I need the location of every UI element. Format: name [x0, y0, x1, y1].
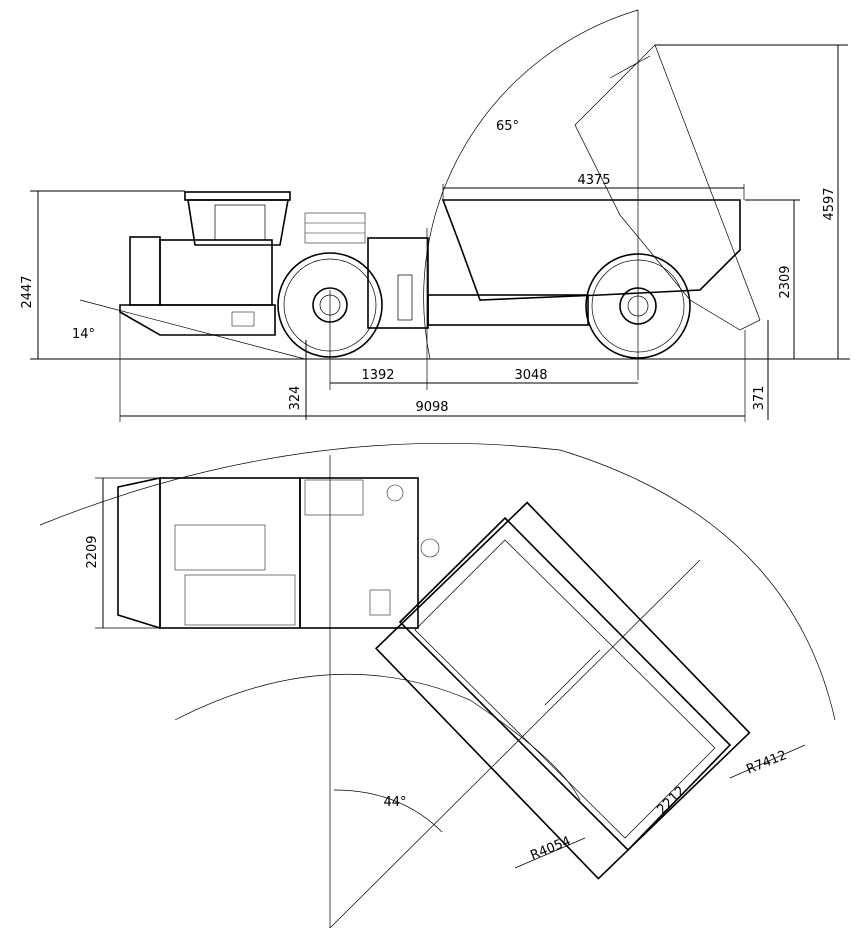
engine-top: [159, 477, 301, 629]
dump-box-lowered: [441, 199, 741, 301]
dim-approach-angle: 14°: [72, 327, 95, 342]
dim-box-length: 4375: [577, 173, 610, 188]
front-frame: [119, 191, 366, 336]
dump-box-top: [374, 501, 751, 880]
dim-box-width: 2212: [655, 784, 689, 818]
dim-ground-clearance: 324: [288, 386, 303, 411]
front-wheel: [277, 252, 383, 358]
rear-wheel: [585, 253, 691, 359]
front-bumper-top: [117, 477, 161, 630]
dim-overall-length: 9098: [415, 400, 448, 415]
outer-turn-arc: [39, 443, 836, 721]
dim-rear-clearance: 371: [752, 386, 767, 411]
tip-arc: [423, 9, 639, 360]
steer-angle-arc: [333, 789, 443, 833]
cab-roof: [184, 191, 291, 201]
cab-window: [214, 204, 266, 241]
radiator-grille: [304, 212, 366, 244]
dim-line-2212: [627, 744, 731, 851]
mid-frame-top: [299, 477, 419, 629]
dim-wheelbase: 3048: [514, 368, 547, 383]
dim-tip-angle: 65°: [496, 119, 519, 134]
dim-outer-radius: R7412: [744, 748, 789, 778]
fuel-tank-top: [184, 574, 296, 626]
inner-turn-arc: [174, 673, 581, 801]
top-view: 2209 44° R4054 R7412 2212: [39, 443, 836, 928]
side-view: 2447 14° 65° 4375 4597 2309 324 1392 304…: [20, 9, 850, 422]
dim-front-axle: 1392: [361, 368, 394, 383]
dim-width: 2209: [85, 535, 100, 568]
dim-height-raised: 4597: [822, 187, 837, 220]
angled-centerline: [329, 559, 701, 928]
rear-frame: [427, 294, 589, 326]
dim-steer-angle: 44°: [383, 795, 406, 810]
dim-inner-radius: R4054: [528, 834, 573, 864]
dim-box-height: 2309: [778, 265, 793, 298]
cab: [187, 199, 289, 246]
dim-height-cab: 2447: [20, 275, 35, 308]
radiator-top: [304, 479, 364, 516]
engine-hood: [129, 236, 161, 306]
step: [231, 311, 255, 327]
front-unit-top: [117, 477, 440, 630]
mid-frame: [367, 237, 429, 329]
tank: [397, 274, 413, 321]
engine-bay: [159, 239, 273, 306]
engine-block-top: [174, 524, 266, 571]
